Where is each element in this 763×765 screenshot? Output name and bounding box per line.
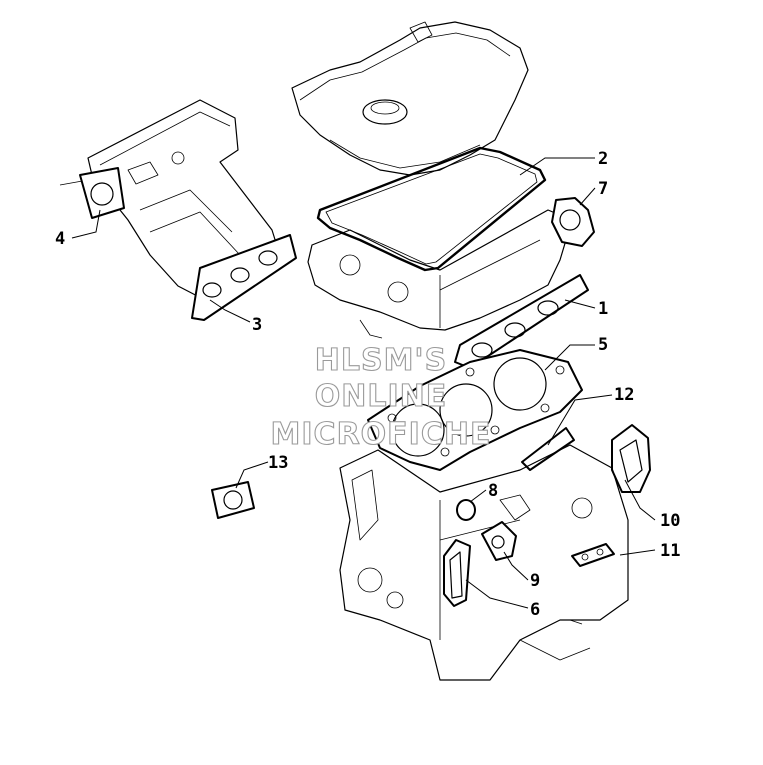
leader-line-5 bbox=[544, 344, 595, 371]
cylinder-head-drawing bbox=[307, 209, 573, 339]
oil-filter-adapter-gasket bbox=[481, 521, 517, 561]
callout-8: 8 bbox=[488, 481, 498, 501]
callout-1: 1 bbox=[598, 299, 608, 319]
callout-2: 2 bbox=[598, 149, 608, 169]
callout-4: 4 bbox=[55, 229, 65, 249]
oil-pan-side-gasket bbox=[443, 539, 471, 607]
leader-lines bbox=[71, 157, 656, 609]
callout-13: 13 bbox=[268, 453, 288, 473]
callouts: 2 7 1 5 12 10 11 9 6 8 13 3 4 bbox=[55, 149, 680, 620]
watermark: HLSM'S ONLINE MICROFICHE bbox=[270, 342, 492, 452]
exhaust-manifold-gasket bbox=[454, 274, 589, 369]
engine-block-drawing bbox=[339, 444, 629, 681]
callout-9: 9 bbox=[530, 571, 540, 591]
bypass-pipe-gasket bbox=[571, 543, 615, 567]
water-outlet-gasket bbox=[521, 427, 575, 471]
callout-3: 3 bbox=[252, 315, 262, 335]
thermostat-housing-gasket bbox=[551, 197, 595, 247]
leader-line-7 bbox=[579, 187, 596, 206]
callout-6: 6 bbox=[530, 600, 540, 620]
o-ring-seal bbox=[456, 499, 476, 521]
leader-line-3 bbox=[209, 299, 251, 323]
callout-7: 7 bbox=[598, 179, 608, 199]
leader-line-4 bbox=[71, 209, 101, 239]
watermark-line-1: HLSM'S bbox=[315, 343, 447, 378]
water-pump-gasket bbox=[611, 424, 651, 493]
leader-line-9 bbox=[503, 551, 529, 581]
leader-line-13 bbox=[235, 461, 269, 489]
loose-gasket bbox=[211, 481, 255, 519]
callout-11: 11 bbox=[660, 541, 680, 561]
leader-line-2 bbox=[519, 157, 595, 176]
leader-line-6 bbox=[465, 579, 529, 609]
leader-line-8 bbox=[469, 489, 487, 503]
cylinder-head-gasket bbox=[367, 349, 583, 471]
callout-12: 12 bbox=[614, 385, 634, 405]
callout-5: 5 bbox=[598, 335, 608, 355]
leader-line-12 bbox=[547, 394, 613, 446]
leader-line-10 bbox=[624, 479, 656, 521]
leader-line-11 bbox=[619, 549, 656, 556]
watermark-line-2: ONLINE bbox=[315, 379, 448, 414]
callout-10: 10 bbox=[660, 511, 680, 531]
leader-line-1 bbox=[564, 299, 596, 309]
throttle-body-gasket bbox=[79, 167, 125, 219]
valve-cover-drawing bbox=[291, 21, 529, 176]
valve-cover-gasket bbox=[316, 146, 547, 272]
intake-manifold-gasket bbox=[191, 234, 297, 321]
watermark-line-3: MICROFICHE bbox=[271, 417, 492, 452]
